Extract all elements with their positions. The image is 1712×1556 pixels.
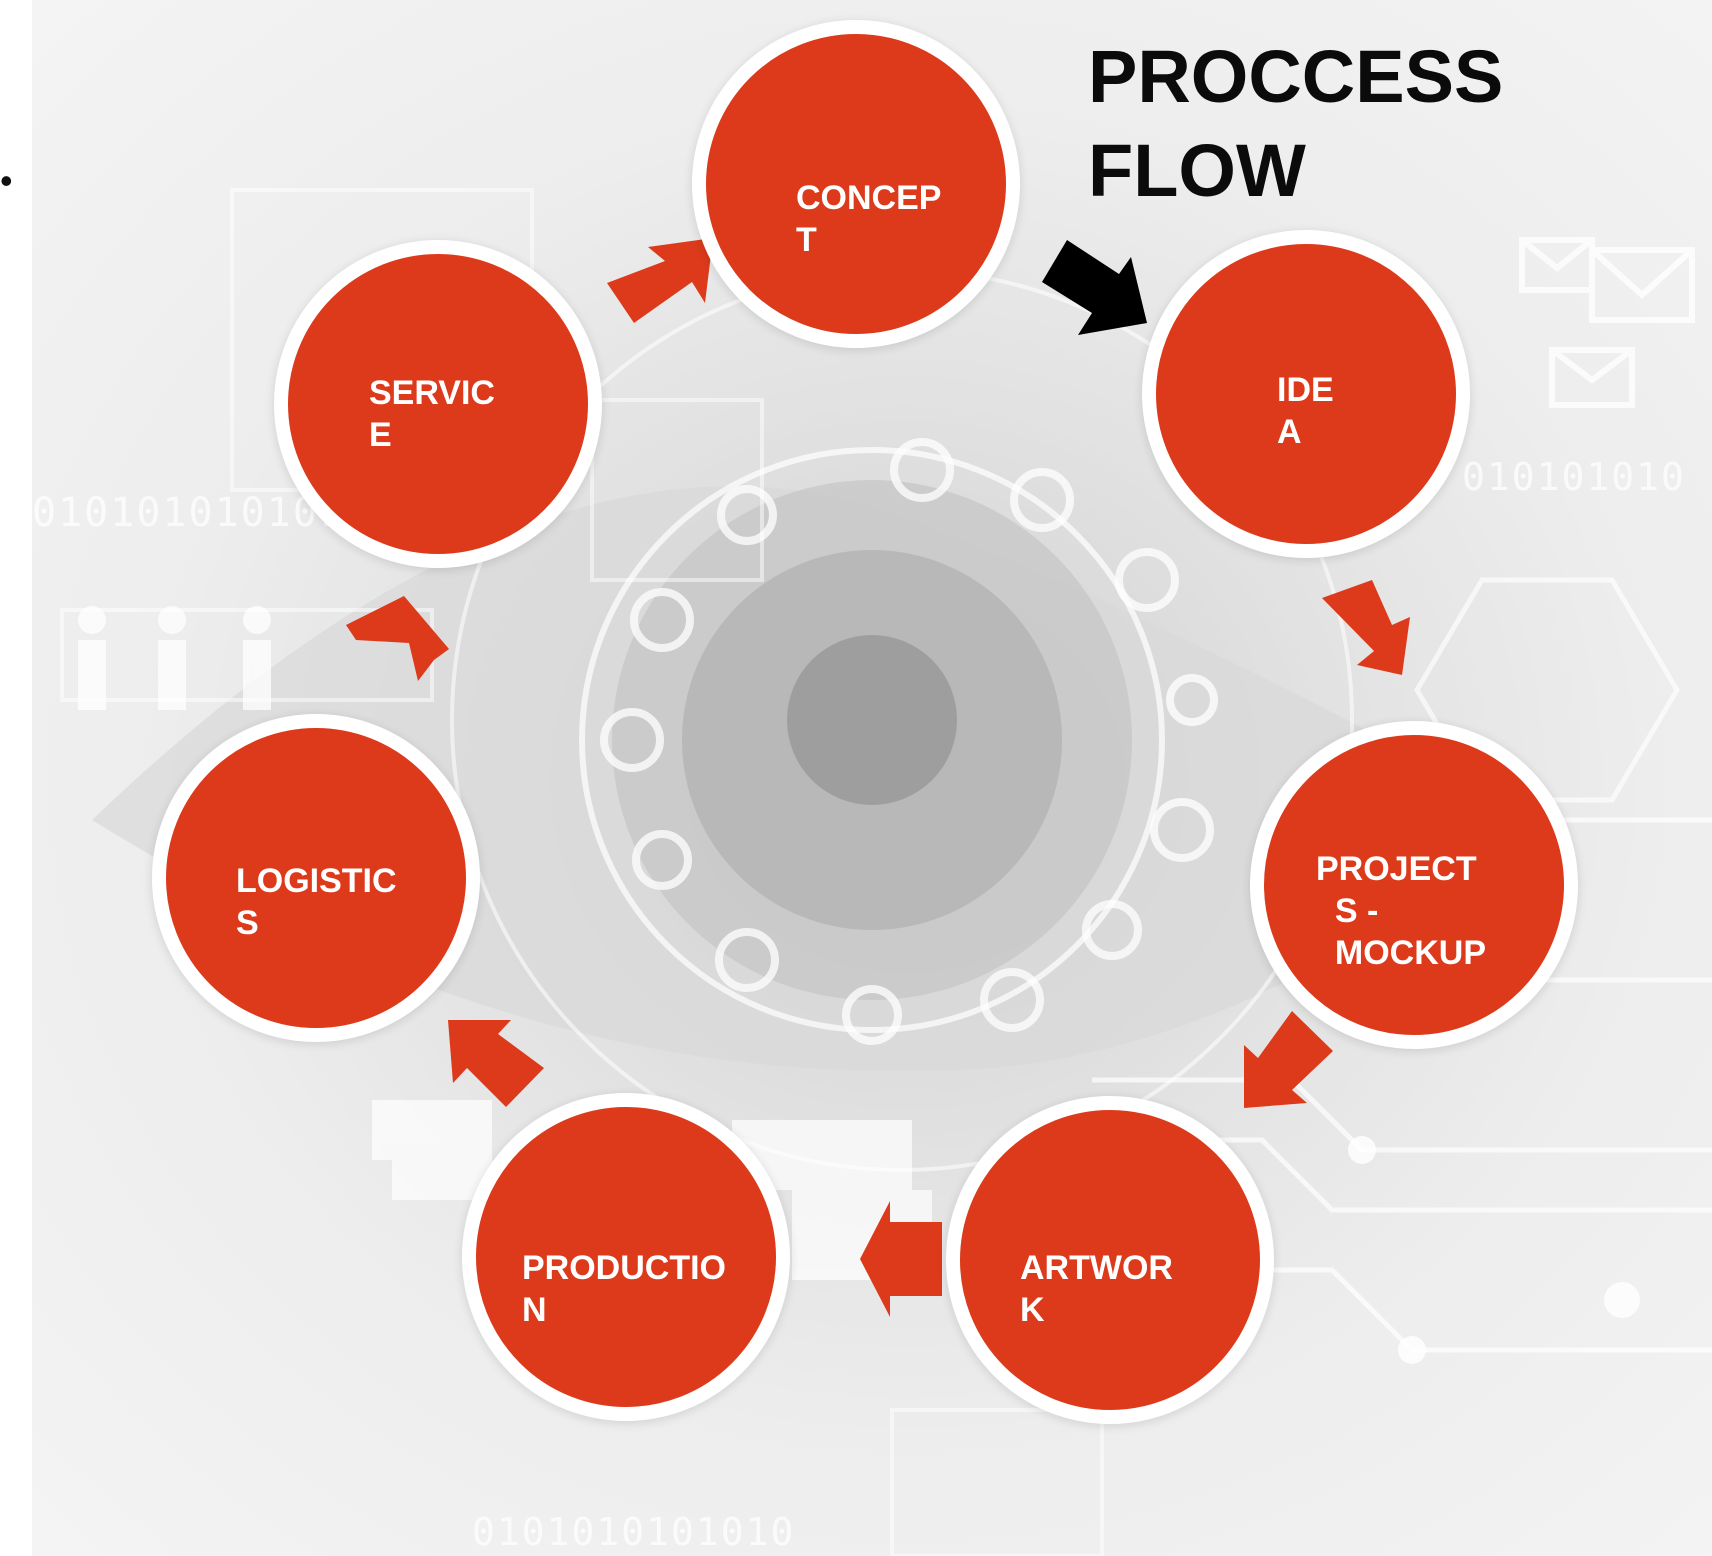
node-idea-line2: A: [1277, 413, 1302, 451]
title-line1: PROCCESS: [1088, 35, 1504, 118]
binary-text-right: 010101010: [1462, 455, 1686, 499]
node-logistics-label: LOGISTIC S: [236, 860, 397, 944]
flow-arrows: [346, 238, 1410, 1317]
node-projects-mockup-label: PROJECT S - MOCKUP: [1316, 848, 1486, 974]
node-concept-label: CONCEP T: [796, 177, 941, 261]
node-service: SERVIC E: [274, 240, 602, 568]
diagram-stage: 01010101010101 0101010101010 010101010 C…: [32, 0, 1712, 1556]
arrow-concept-to-idea: [1042, 240, 1147, 335]
node-idea-label: IDE A: [1277, 369, 1334, 453]
node-logistics-line2: S: [236, 904, 259, 942]
node-idea-line1: IDE: [1277, 371, 1334, 409]
node-logistics-line1: LOGISTIC: [236, 862, 397, 900]
diagram-title: PROCCESS FLOW: [1088, 30, 1503, 218]
node-projects-line3: MOCKUP: [1334, 934, 1487, 972]
node-concept-line2: T: [796, 221, 817, 259]
arrow-artwork-to-production: [860, 1201, 942, 1317]
node-artwork-line2: K: [1020, 1291, 1045, 1329]
slide-bullet: •: [0, 160, 13, 201]
title-line2: FLOW: [1088, 129, 1306, 212]
arrow-projects-to-artwork: [1244, 1011, 1333, 1108]
node-projects-mockup: PROJECT S - MOCKUP: [1250, 721, 1578, 1049]
node-concept: CONCEP T: [692, 20, 1020, 348]
node-service-line1: SERVIC: [369, 374, 495, 412]
node-production-line1: PRODUCTIO: [522, 1249, 726, 1287]
arrow-service-to-concept: [607, 238, 713, 323]
arrow-idea-to-projects: [1322, 580, 1410, 675]
node-concept-line1: CONCEP: [796, 179, 942, 217]
arrow-production-to-logistics: [448, 1020, 544, 1107]
node-service-line2: E: [369, 416, 392, 454]
binary-text-bottom: 0101010101010: [472, 1510, 796, 1554]
node-idea: IDE A: [1142, 230, 1470, 558]
node-production-label: PRODUCTIO N: [522, 1247, 726, 1331]
node-production: PRODUCTIO N: [462, 1093, 790, 1421]
node-service-label: SERVIC E: [369, 372, 495, 456]
node-artwork-line1: ARTWOR: [1020, 1249, 1173, 1287]
node-projects-line1: PROJECT: [1316, 850, 1477, 888]
arrow-logistics-to-service: [346, 596, 449, 681]
node-artwork: ARTWOR K: [946, 1096, 1274, 1424]
node-logistics: LOGISTIC S: [152, 714, 480, 1042]
node-projects-line2: S -: [1334, 892, 1379, 930]
node-production-line2: N: [522, 1291, 547, 1329]
node-artwork-label: ARTWOR K: [1020, 1247, 1173, 1331]
